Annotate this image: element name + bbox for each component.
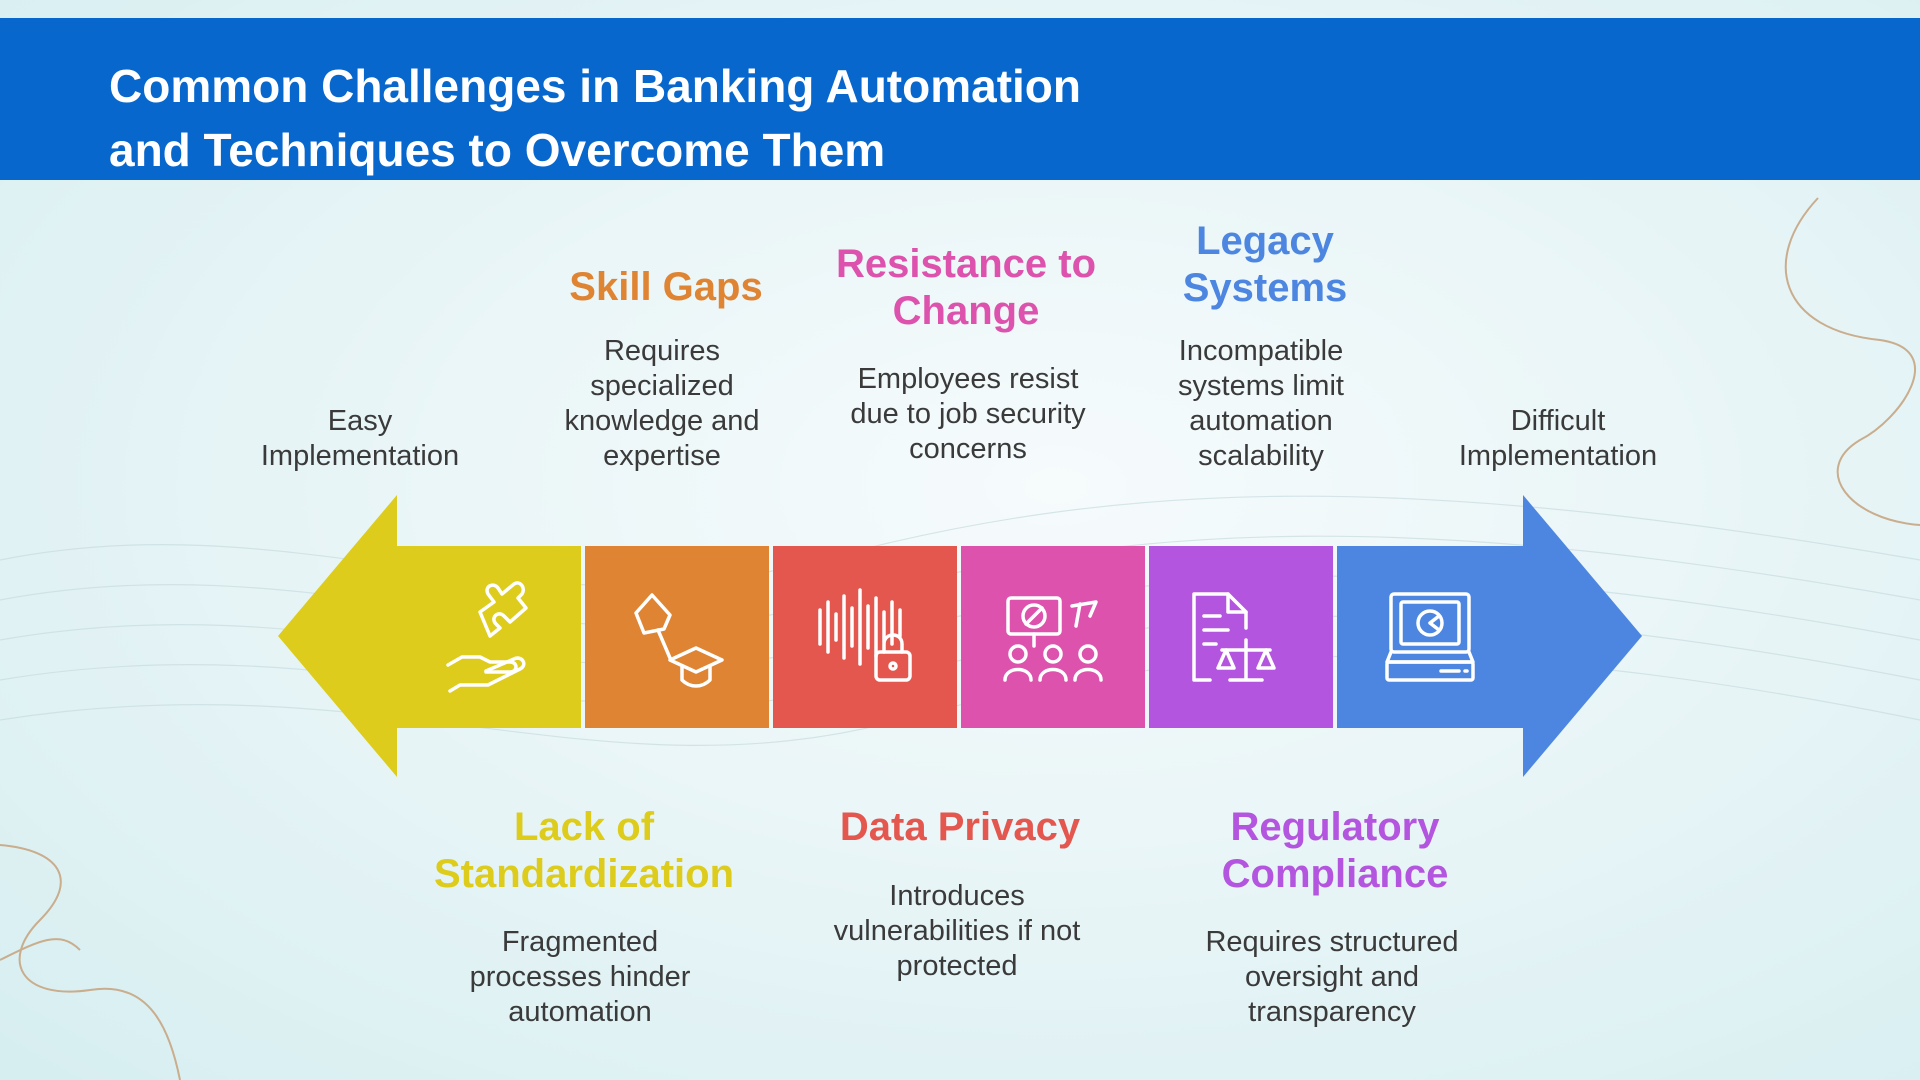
lack-of-standardization-description: Fragmented processes hinder automation bbox=[469, 926, 691, 1028]
page-title-line-1: Common Challenges in Banking Automation bbox=[109, 60, 1081, 112]
regulatory-compliance-heading: Regulatory Compliance bbox=[1221, 805, 1449, 896]
segment-data-privacy bbox=[773, 546, 957, 728]
soundwave-lock-icon bbox=[818, 588, 912, 682]
page-title-line-2: and Techniques to Overcome Them bbox=[109, 124, 886, 176]
protest-sign-people-icon bbox=[1003, 596, 1103, 682]
segment-legacy-systems bbox=[1337, 546, 1523, 728]
data-privacy-heading: Data Privacy bbox=[839, 805, 1081, 849]
decorative-curve-bottom-left bbox=[0, 844, 181, 1080]
skill-gaps-description: Requires specialized knowledge and exper… bbox=[564, 335, 760, 472]
right-arrowhead bbox=[1523, 495, 1642, 777]
legacy-systems-description: Incompatible systems limit automation sc… bbox=[1178, 335, 1344, 472]
easy-implementation-label: Easy Implementation bbox=[260, 405, 460, 472]
difficult-implementation-label: Difficult Implementation bbox=[1458, 405, 1658, 472]
regulatory-compliance-description: Requires structured oversight and transp… bbox=[1205, 926, 1459, 1028]
resistance-to-change-heading: Resistance to Change bbox=[835, 242, 1097, 333]
left-arrowhead bbox=[278, 495, 397, 777]
segment-resistance-to-change bbox=[961, 546, 1145, 728]
lack-of-standardization-heading: Lack of Standardization bbox=[433, 805, 735, 896]
legacy-computer-icon bbox=[1385, 592, 1475, 682]
decorative-curve-top-right bbox=[1784, 197, 1920, 526]
segment-skill-gaps bbox=[585, 546, 769, 728]
pointer-graduation-cap-icon bbox=[634, 593, 724, 688]
legacy-systems-heading: Legacy Systems bbox=[1182, 219, 1348, 310]
resistance-to-change-description: Employees resist due to job security con… bbox=[850, 363, 1086, 465]
skill-gaps-heading: Skill Gaps bbox=[569, 265, 763, 309]
document-scales-icon bbox=[1192, 592, 1276, 682]
title-banner: Common Challenges in Banking Automation … bbox=[0, 18, 1920, 180]
data-privacy-description: Introduces vulnerabilities if not protec… bbox=[833, 880, 1081, 982]
hand-puzzle-icon bbox=[446, 581, 528, 693]
segment-regulatory-compliance bbox=[1149, 546, 1333, 728]
